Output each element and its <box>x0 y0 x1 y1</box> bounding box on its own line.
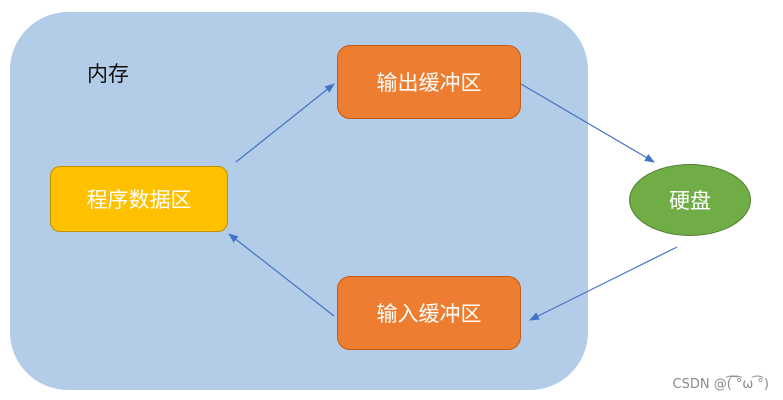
arrow-program-to-output <box>235 83 335 163</box>
program-data-node: 程序数据区 <box>50 166 228 232</box>
disk-label: 硬盘 <box>669 189 711 213</box>
output-buffer-label: 输出缓冲区 <box>376 71 482 95</box>
input-buffer-label: 输入缓冲区 <box>376 302 482 326</box>
disk-node: 硬盘 <box>629 164 751 236</box>
output-buffer-node: 输出缓冲区 <box>337 45 521 119</box>
memory-label: 内存 <box>87 62 129 86</box>
arrow-input-to-program <box>228 233 335 317</box>
program-data-label: 程序数据区 <box>86 188 192 212</box>
watermark: CSDN @(͡ ͡°ω ͡°) <box>672 377 770 392</box>
arrow-disk-to-input <box>529 246 678 321</box>
arrow-output-to-disk <box>520 83 655 163</box>
input-buffer-node: 输入缓冲区 <box>337 276 521 350</box>
